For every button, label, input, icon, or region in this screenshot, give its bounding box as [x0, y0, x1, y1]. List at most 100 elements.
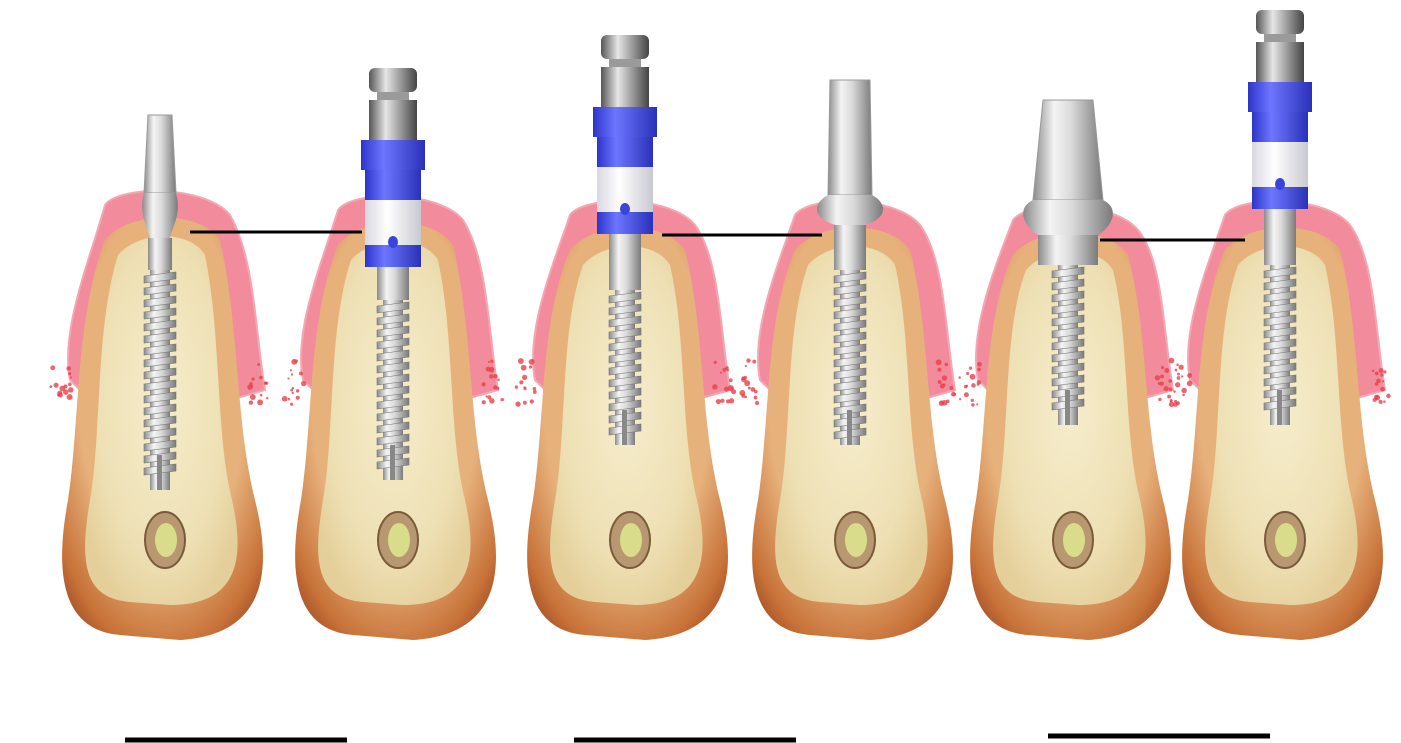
gingiva-speckle	[70, 376, 72, 378]
gingiva-speckle	[1372, 370, 1375, 373]
gingiva-speckle	[1168, 379, 1172, 383]
implant-apex-slot	[157, 455, 162, 490]
gingiva-speckle	[67, 394, 73, 400]
gingiva-speckle	[486, 367, 491, 372]
gingiva-speckle	[296, 396, 300, 400]
gingiva-speckle	[720, 372, 722, 374]
abutment-neck	[834, 225, 866, 270]
nerve-canal-inner	[388, 523, 410, 557]
nerve-canal-inner	[155, 523, 177, 557]
transfer-coping-2	[361, 68, 425, 300]
gingiva-speckle	[755, 401, 759, 405]
gingiva-speckle	[54, 383, 59, 388]
screw-neck	[377, 92, 409, 100]
gingiva-speckle	[260, 394, 263, 397]
coping-body-lower	[597, 137, 653, 167]
coping-pin-hole	[388, 236, 398, 248]
gingiva-speckle	[1159, 381, 1163, 385]
gingiva-speckle	[970, 374, 976, 380]
gingiva-speckle	[1164, 386, 1169, 391]
gingiva-speckle	[482, 400, 486, 404]
gingiva-speckle	[754, 396, 758, 400]
gingiva-speckle	[530, 399, 534, 403]
screw-neck	[1264, 34, 1296, 42]
gingiva-speckle	[250, 394, 256, 400]
gingiva-speckle	[1380, 373, 1383, 376]
gingiva-speckle	[971, 399, 974, 402]
gingiva-speckle	[938, 380, 942, 384]
gingiva-speckle	[966, 385, 969, 388]
gingiva-speckle	[1158, 398, 1161, 401]
gingiva-speckle	[939, 400, 945, 406]
gingiva-speckle	[496, 387, 499, 390]
gingiva-speckle	[1155, 375, 1160, 380]
gingiva-speckle	[966, 372, 969, 375]
gingiva-speckle	[741, 394, 745, 398]
gingiva-speckle	[1382, 380, 1384, 382]
gingiva-speckle	[971, 403, 975, 407]
implant-collar	[377, 267, 409, 300]
gingiva-speckle	[301, 381, 306, 386]
gingiva-speckle	[264, 382, 267, 385]
gingiva-speckle	[977, 383, 980, 386]
gingiva-speckle	[724, 387, 729, 392]
coping-base-ring	[365, 245, 421, 267]
coping-pin-hole	[620, 203, 630, 215]
gingiva-speckle	[1169, 388, 1173, 392]
abutment-collar	[817, 195, 883, 225]
gingiva-speckle	[712, 384, 718, 390]
gingiva-speckle	[290, 403, 293, 406]
gingiva-speckle	[57, 391, 62, 396]
gingiva-speckle	[257, 399, 263, 405]
gingiva-speckle	[726, 399, 730, 403]
gingiva-speckle	[251, 377, 254, 380]
gingiva-speckle	[523, 401, 527, 405]
gingiva-speckle	[748, 387, 751, 390]
gingiva-speckle	[959, 398, 961, 400]
gingiva-speckle	[731, 389, 736, 394]
gingiva-speckle	[500, 398, 503, 401]
gingiva-speckle	[969, 366, 972, 369]
abutment-neck	[1038, 235, 1098, 265]
gingiva-speckle	[1181, 375, 1183, 377]
gingiva-speckle	[1187, 381, 1193, 387]
gingiva-speckle	[936, 359, 942, 365]
gingiva-speckle	[1380, 387, 1385, 392]
abutment-collar	[1023, 200, 1113, 235]
screw-head	[1256, 10, 1304, 34]
gingiva-speckle	[1375, 382, 1379, 386]
gingiva-speckle	[490, 360, 493, 363]
gingiva-speckle	[951, 392, 956, 397]
gingiva-speckle	[1175, 369, 1178, 372]
gingiva-speckle	[529, 365, 532, 368]
gingiva-speckle	[68, 387, 73, 392]
gingiva-speckle	[1379, 400, 1383, 404]
coping-body-lower	[1252, 112, 1308, 142]
gingiva-speckle	[522, 375, 527, 380]
gingiva-speckle	[727, 369, 729, 371]
gingiva-speckle	[1383, 370, 1386, 373]
gingiva-speckle	[1177, 373, 1180, 376]
gingiva-speckle	[745, 365, 747, 367]
gingiva-speckle	[515, 385, 518, 388]
gingiva-speckle	[290, 389, 293, 392]
gingiva-speckle	[290, 369, 292, 371]
gingiva-speckle	[720, 399, 724, 403]
abutment-post	[144, 115, 176, 193]
gingiva-speckle	[964, 392, 969, 397]
gingiva-speckle	[488, 361, 490, 363]
nerve-canal-inner	[845, 523, 867, 557]
gingiva-speckle	[291, 373, 293, 375]
gingiva-speckle	[741, 377, 746, 382]
gingiva-speckle	[1161, 366, 1164, 369]
implant-apex-slot	[622, 410, 627, 445]
gingiva-speckle	[519, 380, 523, 384]
gingiva-speckle	[714, 361, 717, 364]
coping-body	[593, 107, 657, 137]
screw-head	[369, 68, 417, 92]
coping-base-ring	[597, 212, 653, 234]
implant-apex-slot	[1277, 390, 1282, 425]
gingiva-speckle	[977, 368, 981, 372]
nerve-canal-inner	[1063, 523, 1085, 557]
gingiva-speckle	[943, 383, 946, 386]
